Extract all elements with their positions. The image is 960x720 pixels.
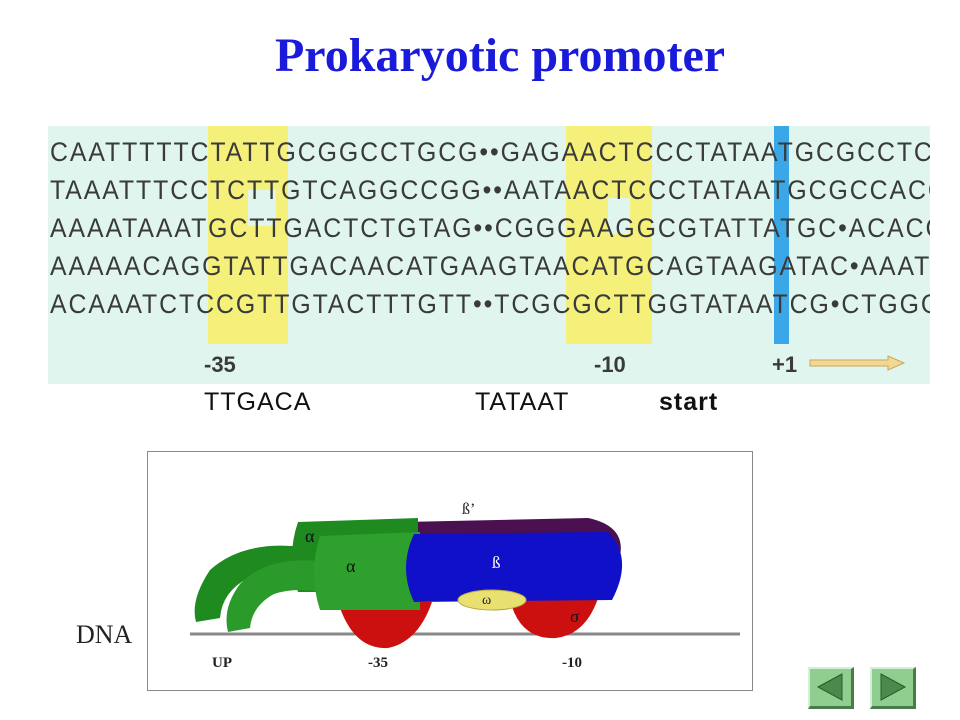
- label-sigma: σ: [570, 607, 579, 626]
- next-icon: [880, 673, 907, 701]
- motif-minus10: TATAAT: [475, 388, 570, 416]
- page-title: Prokaryotic promoter: [274, 29, 726, 82]
- sequence-row-5: ACAAATCTCCGTTGTACTTTGTT••TCGCGCTTGGTATAA…: [50, 289, 930, 319]
- minus10-highlight-gap: [608, 198, 630, 234]
- position-label-minus10: -10: [594, 352, 626, 377]
- label-alpha-top: α: [305, 526, 315, 546]
- sequence-row-3: AAAATAAATGCTTGACTCTGTAG••CGGGAAGGCGTATTA…: [50, 213, 930, 243]
- motif-start: start: [659, 388, 719, 416]
- position-label-plus1: +1: [772, 352, 798, 377]
- sequence-row-4: AAAAACAGGTATTGACAACATGAAGTAACATGCAGTAAGA…: [50, 251, 930, 281]
- minus35-highlight: [208, 126, 288, 344]
- plus1-highlight: [774, 126, 789, 344]
- dna-position-up: UP: [212, 655, 232, 671]
- alpha-front-body: [314, 532, 420, 610]
- sequence-alignment-panel: CAATTTTTCTATTGCGGCCTGCG••GAGAACTCCCTATAA…: [48, 126, 930, 384]
- previous-slide-button[interactable]: [808, 667, 854, 709]
- sequence-row-2: TAAATTTCCTCTTGTCAGGCCGG••AATAACTCCCTATAA…: [50, 175, 930, 205]
- label-beta-prime: ß’: [462, 501, 475, 518]
- dna-position-minus10: -10: [562, 655, 582, 671]
- dna-label: DNA: [76, 620, 133, 649]
- polymerase-diagram: ß’ α α ß ω σ UP -35 -10: [147, 451, 753, 691]
- omega-subunit: [457, 589, 527, 611]
- motif-minus35: TTGACA: [204, 388, 312, 416]
- rna-polymerase-illustration: ß’ α α ß ω σ UP -35 -10: [190, 501, 740, 671]
- dna-position-minus35: -35: [368, 655, 388, 671]
- alpha-ctd-front: [226, 560, 330, 632]
- next-slide-button[interactable]: [870, 667, 916, 709]
- previous-icon: [816, 673, 843, 701]
- position-label-minus35: -35: [204, 352, 236, 377]
- sigma-lobe-right: [510, 592, 600, 639]
- beta-subunit: [406, 532, 623, 602]
- label-beta: ß: [492, 553, 501, 572]
- label-omega: ω: [482, 593, 491, 608]
- sigma-lobe-left: [338, 602, 432, 649]
- minus35-highlight-gap: [248, 190, 276, 226]
- sequence-row-1: CAATTTTTCTATTGCGGCCTGCG••GAGAACTCCCTATAA…: [50, 137, 930, 167]
- label-alpha-front: α: [346, 556, 356, 576]
- transcription-direction-arrow-icon: [809, 355, 906, 371]
- minus10-highlight: [566, 126, 652, 344]
